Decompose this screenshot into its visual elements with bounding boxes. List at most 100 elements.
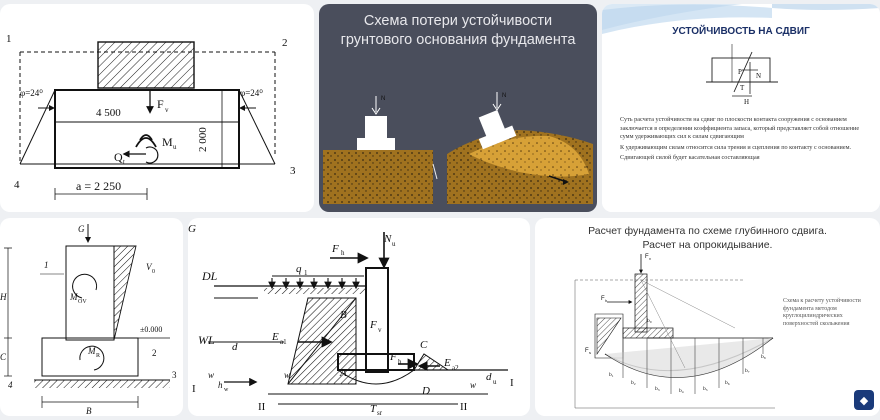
- tsr-subscript: sr: [377, 409, 383, 416]
- force-label-right: N: [502, 93, 506, 99]
- slide-body-text: Суть расчета устойчивости на сдвиг по пл…: [620, 116, 870, 163]
- slide-title-line-2: Расчет на опрокидывание.: [642, 239, 773, 251]
- wall-forces-drawing: N u G F h DL q 1 B F v WL d E a1 C A F h…: [188, 223, 514, 416]
- h-label: H: [0, 292, 7, 302]
- qt-label: Q: [114, 150, 123, 164]
- mu-label: M: [162, 135, 173, 149]
- b6-label: b₆: [725, 380, 730, 386]
- c-label: C: [0, 352, 7, 362]
- mr-subscript: R: [96, 353, 100, 359]
- slide-title: УСТОЙЧИВОСТЬ НА СДВИГ: [672, 26, 810, 37]
- mr-label: M: [87, 346, 96, 356]
- slide-title: Схема потери устойчивости грунтового осн…: [319, 12, 597, 50]
- point-label-1: 1: [6, 33, 12, 45]
- d-label: d: [232, 341, 238, 353]
- slide-title: Расчет фундамента по схеме глубинного сд…: [535, 224, 880, 252]
- roman-i-right: I: [510, 377, 514, 389]
- slide-title-line-1: Схема потери устойчивости: [363, 13, 553, 29]
- p-force-label: P: [738, 68, 742, 76]
- du-label: d: [486, 371, 492, 383]
- b5-label: b₅: [703, 386, 708, 392]
- tsr-label: T: [370, 403, 377, 415]
- v0-label: V: [146, 262, 153, 272]
- q1-subscript: 1: [304, 269, 308, 277]
- hw-label: h: [218, 380, 223, 390]
- b2-label: b₂: [631, 380, 636, 386]
- b4-label: b₄: [679, 388, 684, 394]
- fh-label: F: [601, 296, 605, 302]
- b-label: B: [86, 406, 92, 416]
- roman-ii-right: II: [460, 401, 468, 413]
- hw-subscript: w: [224, 387, 229, 393]
- w-label-middle: w: [284, 370, 290, 380]
- one-label: 1: [44, 260, 49, 270]
- roman-ii-left: II: [258, 401, 266, 413]
- fv-label: F: [645, 254, 649, 260]
- slide-caption: Схема к расчету устойчивости фундамента …: [783, 298, 861, 327]
- three-label: 3: [172, 370, 177, 380]
- slide-title-line-2: грунтового основания фундамента: [340, 32, 576, 48]
- fh-label: F: [331, 243, 339, 255]
- result-card-stability-loss-slide[interactable]: Схема потери устойчивости грунтового осн…: [319, 4, 597, 212]
- result-card-wall-forces-diagram[interactable]: N u G F h DL q 1 B F v WL d E a1 C A F h…: [188, 218, 530, 416]
- w-label-right: w: [470, 380, 476, 390]
- fs-label: F: [585, 348, 589, 354]
- fh2-subscript: h: [398, 358, 402, 366]
- t-force-label: T: [740, 84, 745, 92]
- point-label-3: 3: [290, 165, 296, 177]
- qt-subscript: t: [123, 158, 125, 166]
- fs-subscript: s: [589, 350, 591, 355]
- ea2-subscript: a2: [452, 364, 459, 372]
- nu-subscript: u: [392, 240, 396, 248]
- slide-paragraph-2: К удерживающим силам относится сила трен…: [620, 143, 852, 151]
- result-card-deep-shear-slide[interactable]: Расчет фундамента по схеме глубинного сд…: [535, 218, 880, 416]
- b1-label: b₁: [609, 372, 614, 378]
- fv-label: F: [369, 319, 377, 331]
- mu-subscript: u: [173, 143, 177, 151]
- result-card-foundation-schematic[interactable]: 1 2 3 4 φ=24⁰ φ=24⁰ 4 500 2 000 F v M u …: [0, 4, 314, 212]
- n-force-label: N: [756, 72, 761, 80]
- h-force-label: H: [744, 98, 749, 106]
- overturning-drawing: G 1 H V 0 M OV ±0.000 C M R 2 3 4 B: [0, 224, 177, 416]
- c-label: C: [420, 339, 428, 351]
- slide-logo-icon: ◆: [854, 390, 874, 410]
- b7-label: b₇: [745, 368, 750, 374]
- level-label: ±0.000: [140, 325, 162, 334]
- phi-right-label: φ=24⁰: [240, 88, 263, 98]
- b3-label: b₃: [655, 386, 660, 392]
- mov-subscript: OV: [78, 299, 87, 305]
- b8-label: b₈: [761, 354, 766, 360]
- d-point-label: D: [421, 385, 430, 397]
- g-label: G: [188, 223, 196, 235]
- deep-shear-drawing: F v F h F s b₁ b₂ b₃ b₄ b₅ b₆ b₇ b₈ b₉: [574, 254, 775, 409]
- fv-subscript: v: [378, 326, 382, 334]
- q1-label: q: [296, 263, 302, 275]
- a-dimension-label: a = 2 250: [76, 179, 121, 193]
- result-card-overturning-schematic[interactable]: G 1 H V 0 M OV ±0.000 C M R 2 3 4 B: [0, 218, 183, 416]
- dl-label: DL: [201, 269, 218, 283]
- b-label: B: [340, 309, 347, 321]
- slide-paragraph-3: Сдвигающей силой будет касательная соста…: [620, 154, 760, 161]
- four-label: 4: [8, 380, 13, 390]
- fv-label: F: [157, 97, 164, 111]
- ea2-label: E: [443, 357, 451, 369]
- result-card-sliding-stability-slide[interactable]: P N T H УСТОЙЧИВОСТЬ НА СДВИГ Суть расче…: [602, 4, 880, 212]
- mov-label: M: [69, 292, 78, 302]
- force-label-left: N: [381, 96, 385, 102]
- fh2-label: F: [389, 351, 397, 363]
- fh-subscript: h: [341, 249, 345, 257]
- point-label-4: 4: [14, 179, 20, 191]
- sliding-slide-background: P N T H: [602, 4, 880, 212]
- a-label: A: [339, 367, 347, 379]
- height-dimension-label: 2 000: [197, 127, 209, 152]
- wl-label: WL: [198, 333, 215, 347]
- ea1-label: E: [271, 331, 279, 343]
- fv-subscript: v: [165, 106, 169, 114]
- fh-subscript: h: [605, 298, 607, 303]
- fv-subscript: v: [649, 256, 651, 261]
- v0-subscript: 0: [152, 269, 155, 275]
- width-dimension-label: 4 500: [96, 107, 121, 119]
- roman-i-left: I: [192, 383, 196, 395]
- stability-loss-drawing: N N: [323, 92, 593, 204]
- du-subscript: u: [493, 378, 497, 386]
